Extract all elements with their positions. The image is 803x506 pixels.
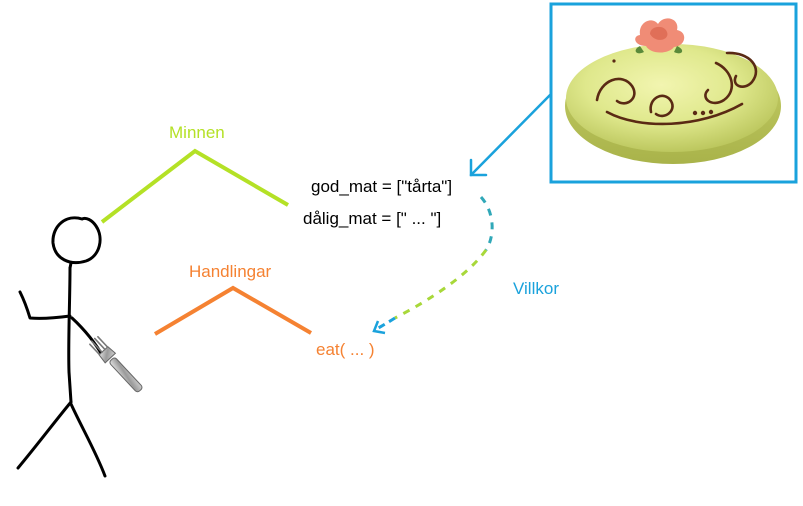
condition-label: Villkor	[513, 279, 559, 298]
cake-photo	[565, 18, 781, 164]
memories-bracket	[100, 148, 290, 224]
photo-to-code-arrow	[469, 90, 555, 177]
condition-dashed-arrow	[372, 196, 494, 335]
actions-label: Handlingar	[189, 262, 272, 281]
good-food-code: god_mat = ["tårta"]	[311, 177, 453, 196]
memories-label: Minnen	[169, 123, 225, 142]
stick-figure-icon	[16, 216, 107, 478]
fork-icon	[89, 335, 143, 393]
figure-right-leg	[69, 402, 107, 478]
bad-food-code: dålig_mat = [" ... "]	[303, 209, 442, 228]
figure-left-leg	[16, 400, 73, 470]
action-call-code: eat( ... )	[316, 340, 375, 359]
figure-left-arm	[18, 290, 72, 320]
figure-body	[67, 266, 73, 404]
cake-rose	[635, 18, 685, 54]
figure-head	[51, 216, 102, 265]
actions-bracket	[153, 285, 312, 336]
